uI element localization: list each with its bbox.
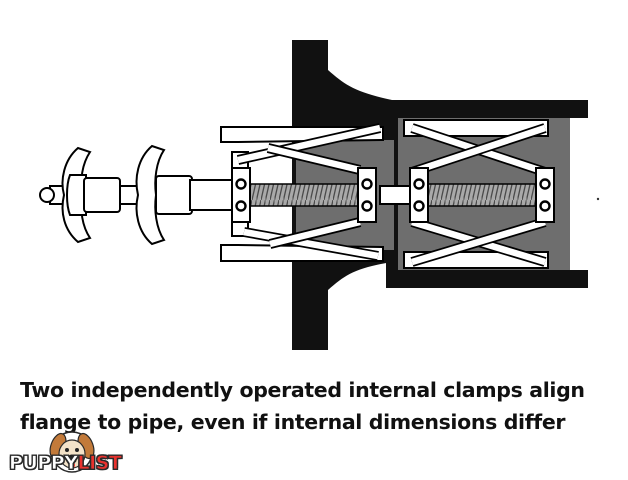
puppy-dog-icon <box>49 431 95 473</box>
puppylist-logo[interactable]: PUPPYLIST <box>6 424 156 476</box>
right-clamp-arms <box>410 123 547 267</box>
logo-word-list: LIST <box>77 452 122 475</box>
internal-clamp-diagram <box>39 40 600 350</box>
logo-word-puppy: PUPPY <box>9 452 79 475</box>
outer-handwheel <box>39 146 121 244</box>
inner-handwheel <box>135 144 233 246</box>
right-threaded-rod <box>425 183 542 207</box>
shaft <box>49 183 542 207</box>
logo-wordmark: PUPPYLIST <box>9 452 123 475</box>
caption-line-2: flange to pipe, even if internal dimensi… <box>20 410 566 434</box>
bearing-balls <box>235 178 551 212</box>
caption-line-1: Two independently operated internal clam… <box>20 378 585 402</box>
diagram-caption: Two independently operated internal clam… <box>20 374 610 438</box>
left-clamp-arms <box>236 123 382 261</box>
left-threaded-rod <box>249 183 361 207</box>
stray-dot <box>596 197 600 201</box>
